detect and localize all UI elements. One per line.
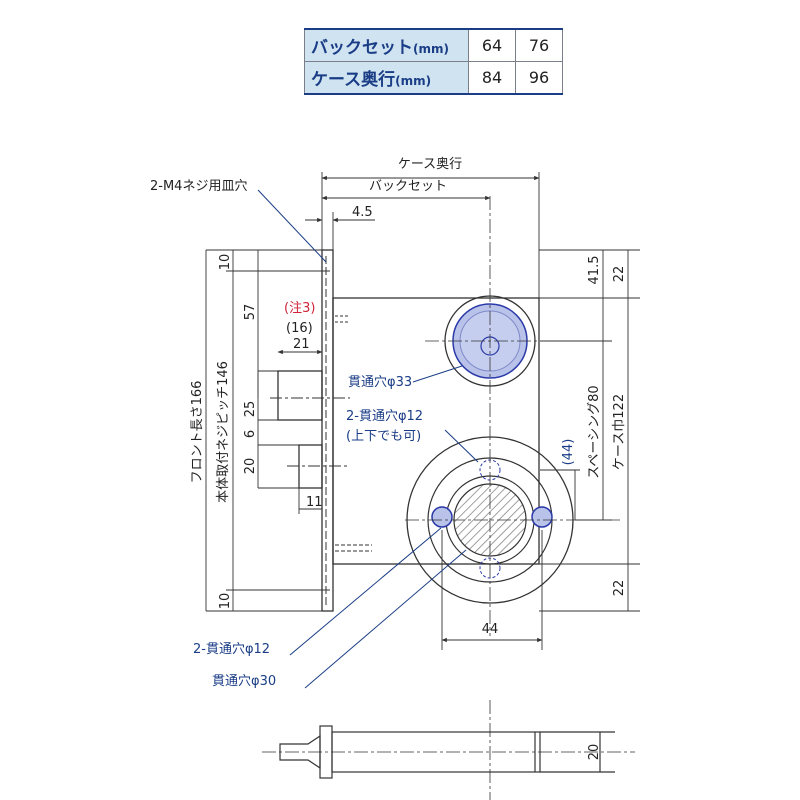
label-screw-holes: 2-M4ネジ用皿穴 (150, 179, 247, 194)
latch-bolt (277, 370, 323, 421)
label-d20-left: 20 (243, 458, 258, 475)
label-d20-side: 20 (587, 744, 602, 761)
front-plate (321, 249, 334, 612)
label-case-width: ケース巾122 (612, 394, 627, 470)
leader-lines (257, 189, 479, 689)
lock-case (332, 297, 540, 565)
label-d11: 11 (306, 495, 323, 510)
label-backset: バックセット (369, 179, 447, 194)
label-note3: (注3) (284, 301, 315, 316)
spec-table: バックセット(mm) 64 76 ケース奥行(mm) 84 96 (304, 28, 563, 95)
label-d44: 44 (482, 622, 499, 637)
label-hole12-upper: 2-貫通穴φ12 (346, 409, 423, 424)
label-case-depth: ケース奥行 (398, 157, 462, 172)
label-d21: 21 (293, 337, 310, 352)
label-hole12-upper-note: (上下でも可) (346, 429, 421, 444)
spec-row-label: バックセット(mm) (304, 28, 469, 62)
label-d45: 4.5 (352, 205, 373, 220)
label-hole33: 貫通穴φ33 (348, 375, 412, 390)
label-d57: 57 (243, 304, 258, 321)
side-view (279, 725, 615, 779)
callout-labels: (44) 貫通穴φ33 2-貫通穴φ12 (上下でも可) 2-貫通穴φ12 貫通… (193, 375, 576, 689)
label-hole30: 貫通穴φ30 (212, 674, 276, 689)
label-d22-bottom: 22 (612, 580, 627, 597)
label-d6: 6 (243, 430, 258, 438)
hidden-lines (270, 256, 372, 606)
label-d25: 25 (243, 401, 258, 418)
label-d10-bottom: 10 (218, 593, 233, 610)
screw-hole-right (531, 506, 553, 528)
label-d16: (16) (286, 321, 313, 336)
spec-row-backset: バックセット(mm) 64 76 (304, 28, 563, 62)
label-d22-top: 22 (612, 266, 627, 283)
label-d10-top: 10 (218, 254, 233, 271)
screw-hole-left (431, 506, 453, 528)
label-body-pitch: 本体取付ネジピッチ146 (216, 361, 231, 503)
label-front-length: フロント長さ166 (190, 381, 205, 484)
label-hole12-lower: 2-貫通穴φ12 (193, 642, 270, 657)
label-spacing: スペーシング80 (587, 385, 602, 478)
spec-row-label: ケース奥行(mm) (304, 61, 469, 95)
dimension-labels: ケース奥行 バックセット 2-M4ネジ用皿穴 4.5 (注3) (16) 21 … (150, 157, 627, 760)
label-d44-paren: (44) (561, 439, 576, 466)
label-d415: 41.5 (587, 256, 602, 285)
spec-value: 84 (468, 61, 516, 95)
dimension-lines (205, 172, 640, 650)
spec-value: 96 (515, 61, 563, 95)
spec-row-case-depth: ケース奥行(mm) 84 96 (304, 61, 563, 95)
